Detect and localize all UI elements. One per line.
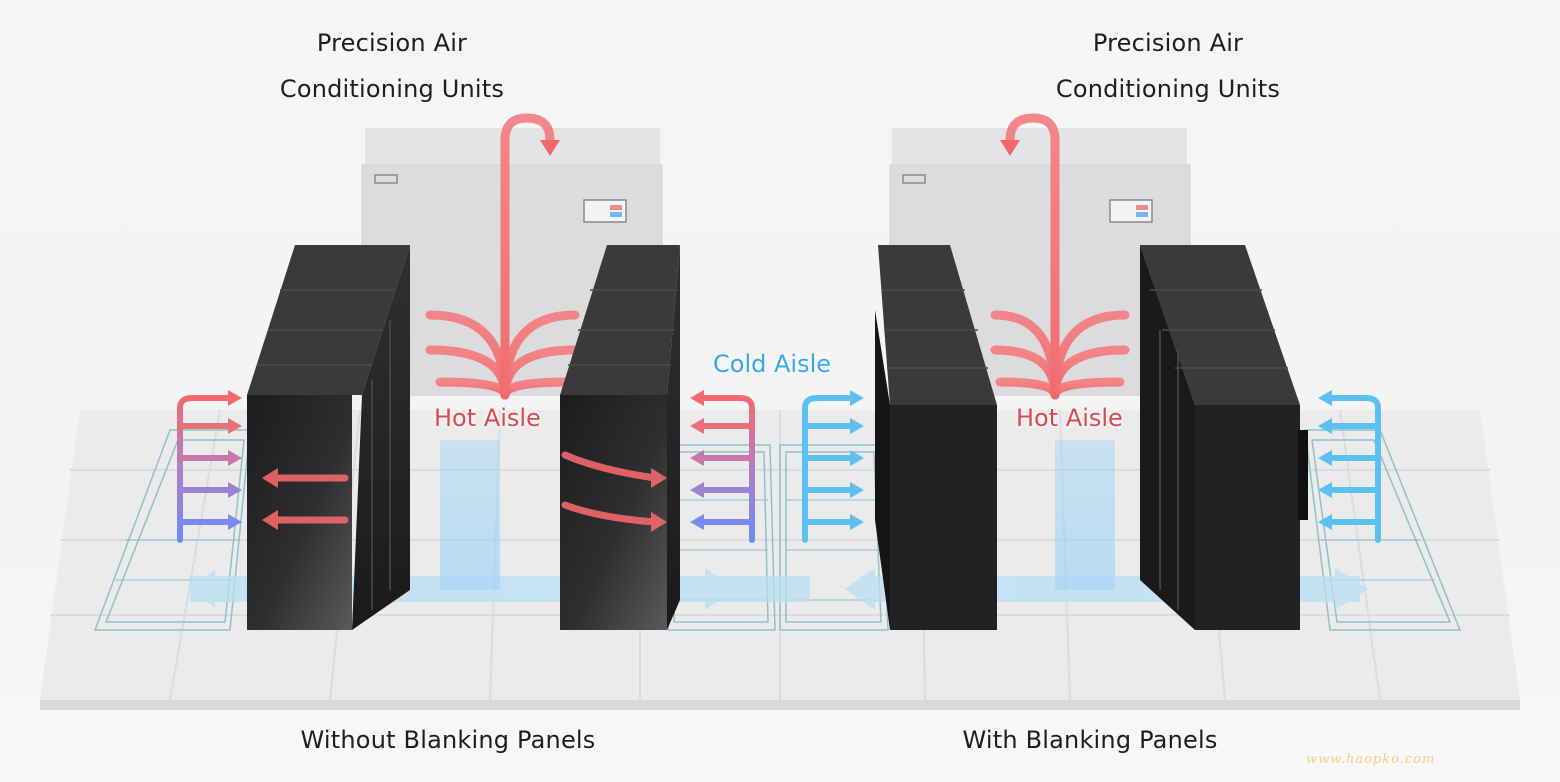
rack-row-3 — [875, 245, 997, 630]
rack-row-2 — [560, 245, 680, 630]
crac-heading-right: Precision Air Conditioning Units — [1018, 20, 1318, 112]
hot-aisle-label-left: Hot Aisle — [434, 404, 541, 432]
crac-heading-right-line-1: Precision Air — [1092, 29, 1244, 57]
crac-heading-left-line-1: Precision Air — [316, 29, 468, 57]
cold-air-arrows-aisle — [802, 390, 864, 543]
cold-air-arrows-right — [1318, 390, 1381, 543]
hot-air-plume-right — [990, 113, 1130, 400]
caption-without-blanking-panels: Without Blanking Panels — [300, 726, 596, 754]
crac-heading-right-line-2: Conditioning Units — [1055, 75, 1281, 103]
crac-heading-left: Precision Air Conditioning Units — [242, 20, 542, 112]
watermark: www.haopko.com — [1306, 752, 1436, 767]
hot-air-plume-left — [425, 113, 580, 400]
rack-row-4 — [1140, 245, 1308, 630]
cold-aisle-label: Cold Aisle — [713, 350, 831, 378]
hot-aisle-label-right: Hot Aisle — [1016, 404, 1123, 432]
mixed-air-arrows-left — [177, 390, 242, 543]
caption-with-blanking-panels: With Blanking Panels — [962, 726, 1218, 754]
mixed-air-arrows-cold-aisle — [690, 390, 755, 543]
rack-row-1 — [247, 245, 410, 630]
crac-heading-left-line-2: Conditioning Units — [279, 75, 505, 103]
recirculation-arrows — [262, 451, 667, 532]
